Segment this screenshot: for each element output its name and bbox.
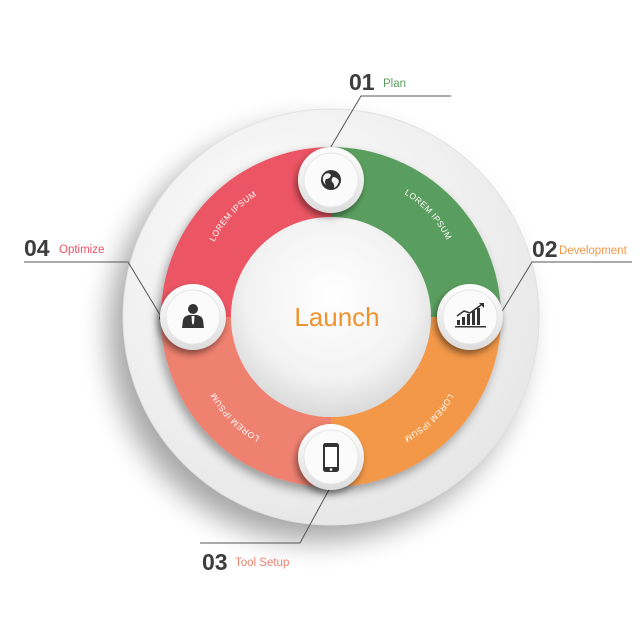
- step-number-03: 03: [202, 549, 228, 575]
- smartphone-icon: [323, 443, 339, 472]
- step-label-optimize: Optimize: [59, 244, 104, 256]
- leader-line-plan: [328, 95, 451, 151]
- segment-development: [331, 317, 501, 487]
- center-label: Launch: [294, 302, 379, 332]
- outer-plate-rim: [122, 108, 540, 526]
- bar-chart-icon: [455, 303, 486, 328]
- tool-setup-button[interactable]: [298, 424, 364, 490]
- step-number-04: 04: [24, 235, 50, 261]
- leader-line-optimize: [24, 261, 163, 319]
- globe-icon: [321, 170, 341, 190]
- step-label-plan: Plan: [383, 78, 406, 90]
- step-label-tool-setup: Tool Setup: [235, 557, 289, 569]
- leader-lines: [24, 95, 632, 544]
- development-button[interactable]: [437, 284, 503, 350]
- step-number-02: 02: [532, 236, 558, 262]
- segment-optimize: [161, 147, 331, 317]
- inner-hub: [231, 217, 431, 417]
- segment-tool-setup: [161, 317, 331, 487]
- leader-line-development: [497, 261, 632, 319]
- cycle-ring: [161, 147, 501, 487]
- segment-plan: [331, 147, 501, 317]
- plan-button[interactable]: [298, 147, 364, 213]
- step-number-01: 01: [349, 69, 375, 95]
- optimize-button[interactable]: [160, 284, 226, 350]
- businessman-icon: [182, 304, 204, 328]
- leader-line-tool-setup: [200, 485, 332, 544]
- step-label-development: Development: [559, 245, 628, 257]
